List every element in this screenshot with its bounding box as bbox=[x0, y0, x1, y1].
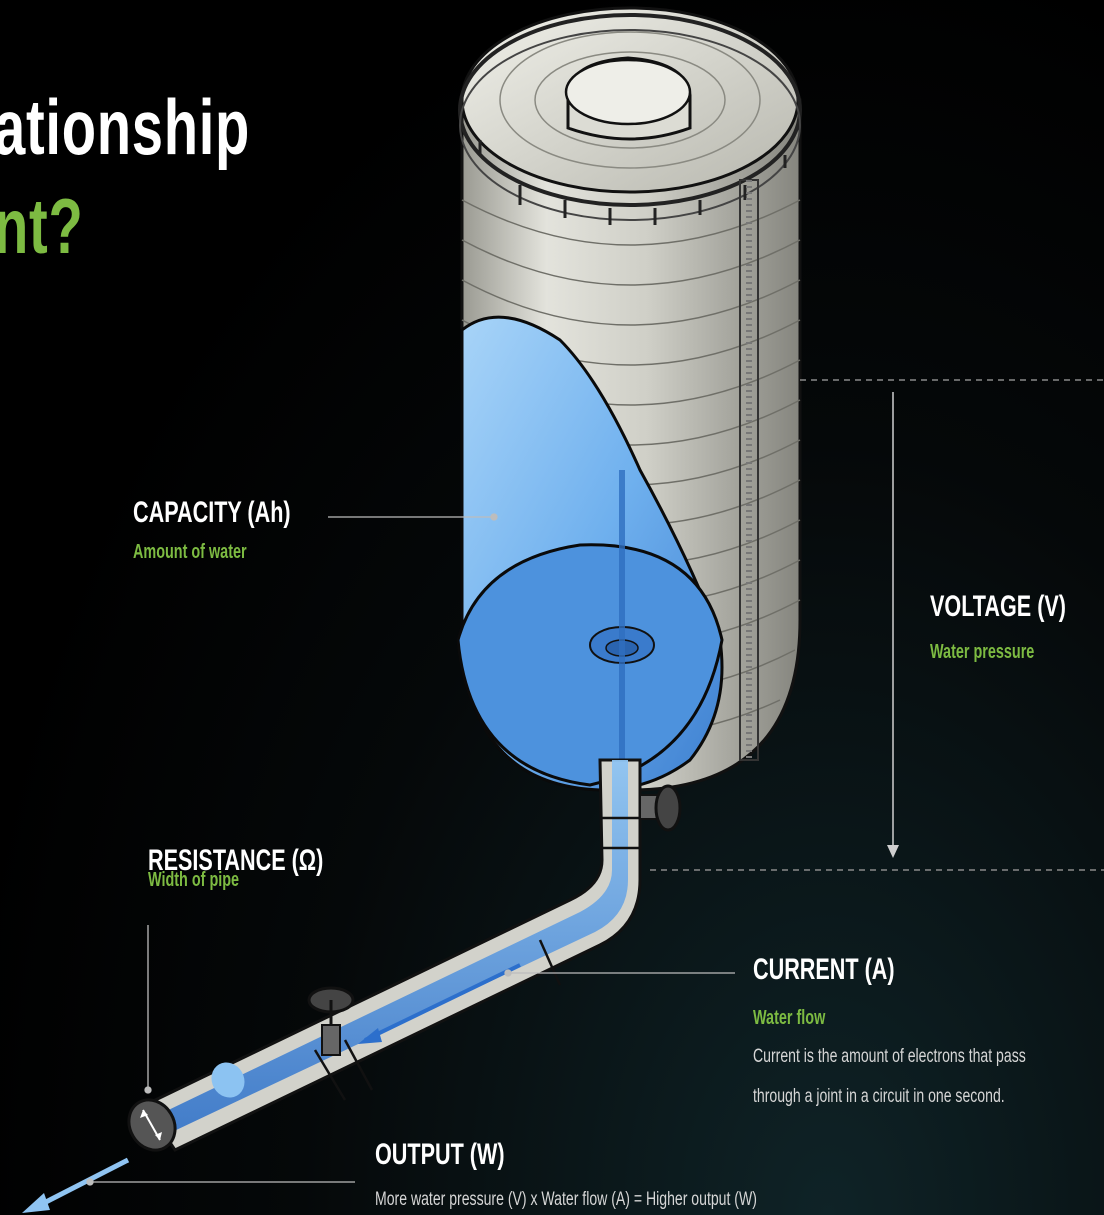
capacity-subtitle: Amount of water bbox=[133, 541, 247, 563]
output-leader-dot bbox=[86, 1178, 94, 1186]
current-subtitle: Water flow bbox=[753, 1007, 826, 1029]
pipe bbox=[127, 758, 682, 1152]
current-description-line-2: through a joint in a circuit in one seco… bbox=[753, 1086, 1005, 1107]
output-title: OUTPUT (W) bbox=[375, 1138, 505, 1171]
output-arrow bbox=[38, 1157, 130, 1208]
resistance-title: RESISTANCE (Ω) bbox=[148, 844, 324, 877]
voltage-arrow-icon bbox=[887, 845, 899, 858]
current-leader-dot bbox=[504, 969, 512, 977]
heading-line-1: ationship bbox=[0, 83, 251, 171]
capacity-leader-dot bbox=[490, 513, 498, 521]
heading-line-2: nt? bbox=[0, 182, 84, 270]
output-formula: More water pressure (V) x Water flow (A)… bbox=[375, 1189, 757, 1210]
valve-icon bbox=[307, 986, 355, 1056]
resistance-leader-dot bbox=[144, 1086, 152, 1094]
capacity-title: CAPACITY (Ah) bbox=[133, 496, 291, 529]
ladder bbox=[739, 179, 759, 761]
resistance-subtitle: Width of pipe bbox=[148, 869, 240, 891]
flow-arrow-icon bbox=[358, 1028, 382, 1044]
output-arrow-icon bbox=[22, 1193, 50, 1213]
voltage-subtitle: Water pressure bbox=[930, 641, 1035, 663]
current-title: CURRENT (A) bbox=[753, 953, 895, 986]
current-description-line-1: Current is the amount of electrons that … bbox=[753, 1046, 1026, 1067]
tank bbox=[456, 6, 802, 792]
valve-icon bbox=[639, 784, 682, 832]
voltage-title: VOLTAGE (V) bbox=[930, 590, 1067, 623]
